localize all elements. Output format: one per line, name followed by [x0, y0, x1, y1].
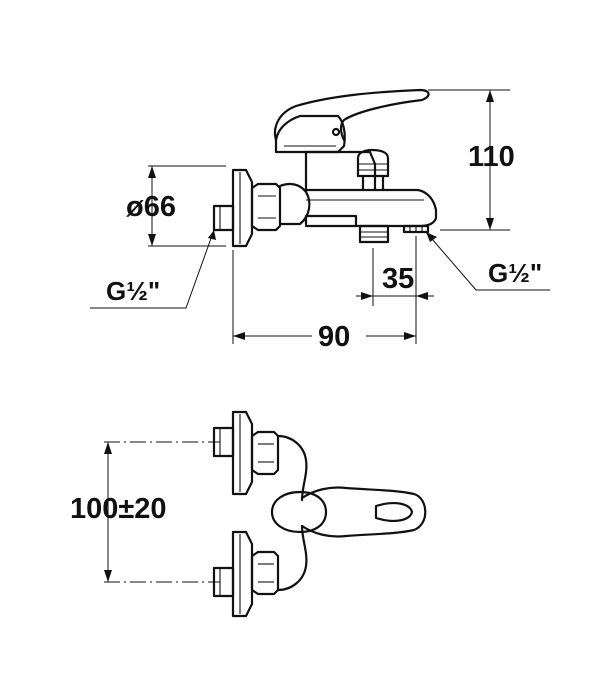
dim-spout-label: 35 [382, 263, 414, 295]
outlet-thread-label: G½" [488, 258, 542, 288]
side-aerator [402, 224, 430, 234]
side-diverter-knob [356, 148, 390, 178]
top-view: 100±20 [70, 410, 427, 618]
outlet-thread-leader [425, 231, 550, 291]
side-mixer-body [278, 150, 377, 226]
top-mixer-body [276, 434, 308, 592]
side-inlet-connector [212, 204, 235, 232]
top-lever-cap [270, 490, 328, 534]
top-upper-flange [231, 410, 254, 496]
inlet-thread-label: G½" [106, 276, 160, 306]
dim-depth-label: 90 [318, 321, 350, 353]
side-lever-handle [273, 88, 430, 142]
top-upper-connector [212, 426, 235, 458]
side-outlet-connector [358, 224, 390, 244]
dim-diameter-label: ø66 [126, 191, 176, 223]
top-lower-flange [231, 530, 254, 618]
side-cartridge-cap [274, 114, 346, 154]
dim-spacing-label: 100±20 [70, 493, 167, 525]
side-spout [304, 188, 438, 228]
top-upper-nut [250, 430, 280, 476]
side-view: 110 ø66 35 90 G½" G½" [90, 88, 550, 353]
top-lower-connector [212, 566, 235, 598]
dim-height-label: 110 [468, 141, 515, 173]
top-lower-nut [250, 550, 280, 596]
inlet-thread-leader [90, 229, 215, 309]
side-nut [250, 182, 282, 232]
side-wall-flange [231, 168, 254, 248]
top-lever-handle [300, 486, 427, 538]
